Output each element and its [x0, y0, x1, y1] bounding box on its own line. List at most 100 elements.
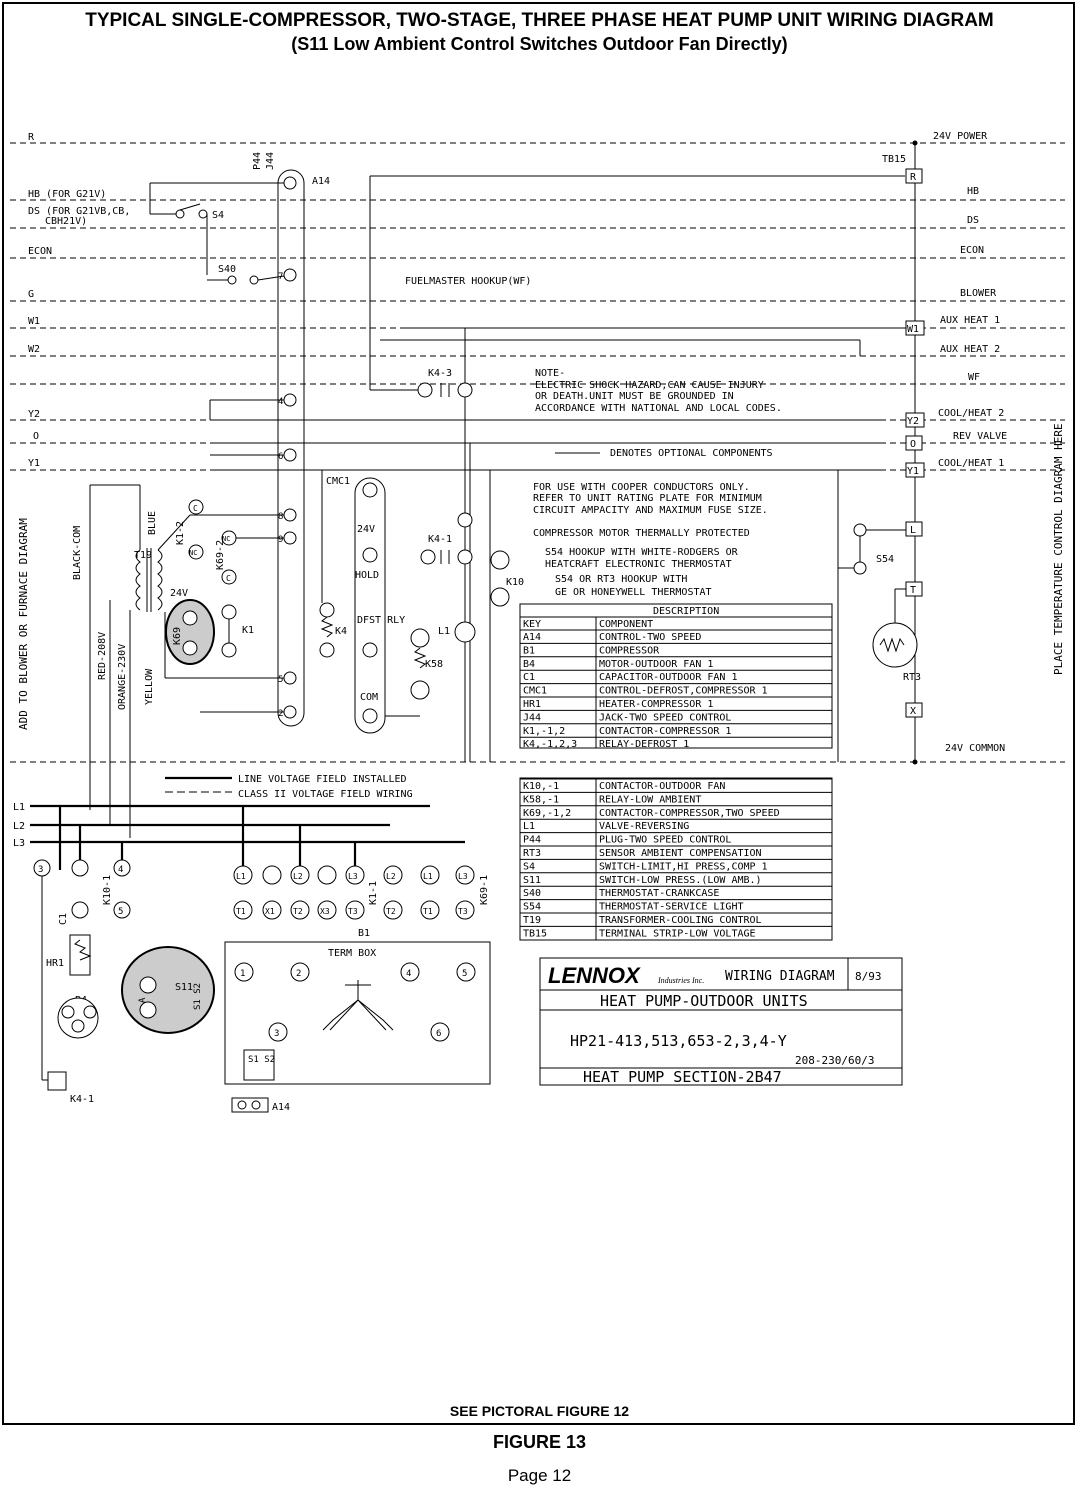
svg-text:S1 S2: S1 S2 [193, 983, 203, 1010]
term-y2: Y2 [28, 409, 40, 420]
svg-text:WIRING DIAGRAM: WIRING DIAGRAM [725, 969, 835, 984]
key2-row-key: RT3 [523, 848, 541, 859]
key2-row-component: SENSOR AMBIENT COMPENSATION [599, 848, 762, 859]
svg-text:K69: K69 [172, 627, 183, 645]
power-supply: L1 L2 L3 [13, 802, 465, 870]
key-row-key: J44 [523, 712, 541, 723]
a14-control: A14 P44 J44 7 4 6 8 9 5 2 [150, 152, 330, 727]
svg-text:C: C [193, 504, 198, 513]
svg-text:L3: L3 [458, 872, 468, 881]
svg-text:L: L [910, 525, 916, 536]
svg-text:9: 9 [278, 535, 283, 545]
svg-text:S54 OR RT3 HOOKUP WITH: S54 OR RT3 HOOKUP WITH [555, 574, 687, 585]
term-r: R [28, 132, 35, 143]
svg-text:T19: T19 [134, 550, 152, 561]
title-block: LENNOX Industries Inc. WIRING DIAGRAM 8/… [539, 957, 903, 1086]
svg-text:S4: S4 [212, 210, 224, 221]
svg-text:DESCRIPTION: DESCRIPTION [653, 606, 719, 617]
svg-text:TERM BOX: TERM BOX [328, 948, 376, 959]
key2-row-key: K10,-1 [523, 781, 559, 792]
svg-text:T1: T1 [236, 907, 246, 916]
svg-text:L2: L2 [386, 872, 396, 881]
svg-text:5: 5 [278, 675, 283, 685]
key2-row-key: T19 [523, 915, 541, 926]
diagram-title: TYPICAL SINGLE-COMPRESSOR, TWO-STAGE, TH… [85, 10, 994, 31]
rterm-blower: BLOWER [960, 288, 997, 299]
left-side-label: ADD TO BLOWER OR FURNACE DIAGRAM [17, 518, 30, 730]
svg-text:COMPONENT: COMPONENT [599, 619, 653, 630]
key2-row-key: S40 [523, 888, 541, 899]
svg-text:Y2: Y2 [907, 416, 919, 427]
svg-text:24V: 24V [357, 524, 375, 535]
svg-text:3: 3 [274, 1029, 279, 1039]
rterm-aux2: AUX HEAT 2 [940, 344, 1000, 355]
key2-row-component: THERMOSTAT-SERVICE LIGHT [599, 902, 744, 913]
svg-text:T1: T1 [423, 907, 433, 916]
key-row-key: A14 [523, 632, 541, 643]
svg-text:L1: L1 [236, 872, 246, 881]
svg-text:A14: A14 [272, 1102, 290, 1113]
svg-text:HEAT PUMP SECTION-2B47: HEAT PUMP SECTION-2B47 [583, 1068, 782, 1086]
svg-text:4: 4 [278, 397, 283, 407]
right-side-label: PLACE TEMPERATURE CONTROL DIAGRAM HERE [1052, 423, 1065, 675]
svg-text:HEAT PUMP-OUTDOOR UNITS: HEAT PUMP-OUTDOOR UNITS [600, 992, 808, 1010]
svg-text:T3: T3 [348, 907, 358, 916]
rterm-24v-common: 24V COMMON [945, 743, 1005, 754]
key-row-key: B1 [523, 645, 535, 656]
svg-text:L1: L1 [423, 872, 433, 881]
term-ds: DS (FOR G21VB,CB, [28, 206, 130, 217]
key-row-component: CONTROL-DEFROST,COMPRESSOR 1 [599, 686, 768, 697]
key-row-component: CONTACTOR-COMPRESSOR 1 [599, 726, 731, 737]
term-w1: W1 [28, 316, 40, 327]
svg-text:HR1: HR1 [46, 958, 64, 969]
svg-text:K10: K10 [506, 577, 524, 588]
cmc1-control: CMC1 24V HOLD DFST RLY COM K4 [319, 470, 420, 734]
svg-text:2: 2 [278, 709, 283, 719]
svg-text:X3: X3 [320, 907, 330, 916]
svg-text:P44: P44 [252, 152, 263, 170]
svg-text:S1 S2: S1 S2 [248, 1055, 275, 1065]
svg-text:O: O [910, 439, 916, 450]
svg-text:L2: L2 [293, 872, 303, 881]
term-o: O [33, 431, 39, 442]
key-row-component: CONTROL-TWO SPEED [599, 632, 701, 643]
svg-text:K4-1: K4-1 [428, 534, 452, 545]
compressor-b1: B1 TERM BOX 1 2 4 5 3 6 S1 S2 A14 [224, 928, 491, 1113]
key2-row-component: CONTACTOR-OUTDOOR FAN [599, 781, 725, 792]
svg-text:K69-2: K69-2 [215, 540, 226, 570]
key-row-component: JACK-TWO SPEED CONTROL [599, 712, 731, 723]
svg-text:208-230/60/3: 208-230/60/3 [795, 1054, 874, 1067]
rterm-aux1: AUX HEAT 1 [940, 315, 1000, 326]
svg-text:8/93: 8/93 [855, 970, 882, 983]
svg-text:Industries Inc.: Industries Inc. [657, 976, 704, 985]
svg-text:J44: J44 [265, 152, 276, 170]
svg-text:K1-1: K1-1 [368, 881, 379, 905]
transformer-t19: BLACK-COM BLUE RED-208V ORANGE-230V YELL… [72, 484, 191, 838]
svg-text:X1: X1 [265, 907, 275, 916]
svg-text:L1: L1 [13, 802, 25, 813]
svg-text:2: 2 [296, 969, 301, 979]
svg-text:K4-1: K4-1 [70, 1094, 94, 1105]
key2-row-component: SWITCH-LOW PRESS.(LOW AMB.) [599, 875, 762, 886]
term-g: G [28, 289, 34, 300]
svg-text:NC: NC [222, 535, 230, 543]
diagram-subtitle: (S11 Low Ambient Control Switches Outdoo… [291, 34, 788, 54]
key-row-component: MOTOR-OUTDOOR FAN 1 [599, 659, 713, 670]
key-row-key: HR1 [523, 699, 541, 710]
left-terminal-labels: R HB (FOR G21V) DS (FOR G21VB,CB, CBH21V… [28, 132, 130, 469]
svg-text:COM: COM [360, 692, 378, 703]
lennox-logo: LENNOX [548, 963, 641, 988]
svg-text:T2: T2 [293, 907, 303, 916]
key2-row-key: K69,-1,2 [523, 808, 571, 819]
key2-row-component: RELAY-LOW AMBIENT [599, 794, 701, 805]
key-row-component: CAPACITOR-OUTDOOR FAN 1 [599, 672, 737, 683]
svg-text:S40: S40 [218, 264, 236, 275]
svg-text:HP21-413,513,653-2,3,4-Y: HP21-413,513,653-2,3,4-Y [570, 1032, 787, 1050]
svg-text:CLASS II VOLTAGE FIELD WIRING: CLASS II VOLTAGE FIELD WIRING [238, 789, 413, 800]
svg-text:X: X [910, 706, 916, 717]
key-row-component: HEATER-COMPRESSOR 1 [599, 699, 713, 710]
term-w2: W2 [28, 344, 40, 355]
fuelmaster-note: FUELMASTER HOOKUP(WF) [405, 276, 531, 287]
